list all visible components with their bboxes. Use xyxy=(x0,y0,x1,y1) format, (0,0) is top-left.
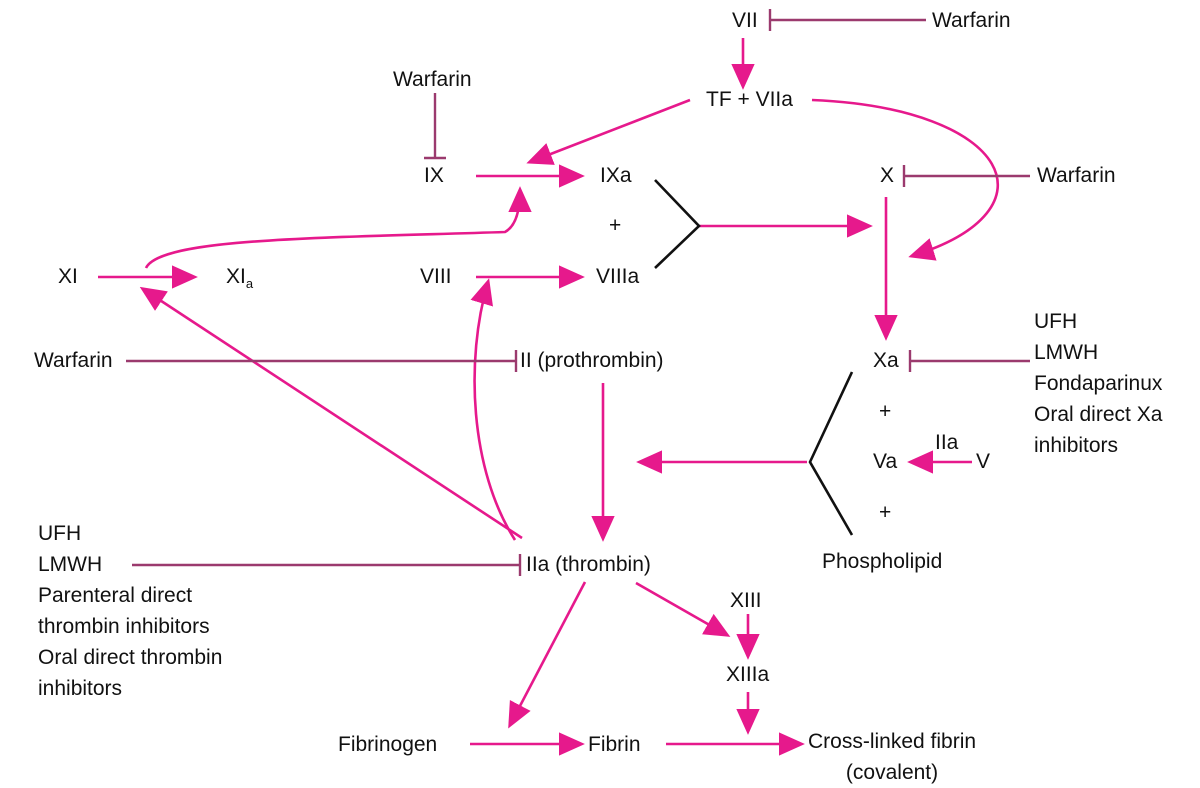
node-xiii: XIII xyxy=(730,589,762,612)
inhibitor-warfarin-x: Warfarin xyxy=(1037,164,1116,187)
arrow-xia-to-ix xyxy=(144,186,532,269)
arrow-thrombin-to-fibrinogen xyxy=(508,581,587,729)
tenase-complex-bracket xyxy=(654,179,701,269)
node-fibrinogen: Fibrinogen xyxy=(338,733,438,756)
node-xiiia: XIIIa xyxy=(726,663,770,686)
arrow-tf-viia-to-ix xyxy=(526,98,691,165)
node-xa: Xa xyxy=(873,349,899,372)
node-crosslinked-fibrin: Cross-linked fibrin (covalent) xyxy=(808,730,977,784)
node-iia-activator: IIa xyxy=(935,431,959,454)
node-thrombin: IIa (thrombin) xyxy=(526,553,651,576)
arrow-thrombin-to-xiii xyxy=(635,581,731,637)
node-xia: XIa xyxy=(226,265,254,291)
node-prothrombin: II (prothrombin) xyxy=(520,349,664,372)
node-tf-viia: TF + VIIa xyxy=(706,88,793,111)
arrow-thrombin-to-viii xyxy=(470,278,517,541)
plus-ixa-viiia: + xyxy=(609,214,622,237)
inhibitor-warfarin-ix: Warfarin xyxy=(393,68,472,91)
node-xia-subscript: a xyxy=(245,276,254,291)
node-viiia: VIIIa xyxy=(596,265,640,288)
inhibitor-list-thrombin: UFH LMWH Parenteral direct thrombin inhi… xyxy=(38,522,223,700)
plus-va-phospholipid: + xyxy=(879,501,892,524)
node-xi: XI xyxy=(58,265,78,288)
node-fibrin: Fibrin xyxy=(588,733,641,756)
plus-xa-va: + xyxy=(879,400,892,423)
node-va: Va xyxy=(873,450,898,473)
node-vii: VII xyxy=(732,9,758,32)
arrow-tf-viia-to-xa xyxy=(811,98,999,261)
node-phospholipid: Phospholipid xyxy=(822,550,943,573)
inhibitor-warfarin-prothrombin: Warfarin xyxy=(34,349,113,372)
arrow-thrombin-to-xi xyxy=(139,286,523,540)
node-viii: VIII xyxy=(420,265,452,288)
inhibitor-warfarin-vii: Warfarin xyxy=(932,9,1011,32)
node-v: V xyxy=(976,450,991,473)
node-ixa: IXa xyxy=(600,164,632,187)
node-x: X xyxy=(880,164,895,187)
node-ix: IX xyxy=(424,164,444,187)
prothrombinase-complex-bracket xyxy=(808,371,854,536)
inhibitor-list-xa: UFH LMWH Fondaparinux Oral direct Xa inh… xyxy=(1034,310,1163,457)
